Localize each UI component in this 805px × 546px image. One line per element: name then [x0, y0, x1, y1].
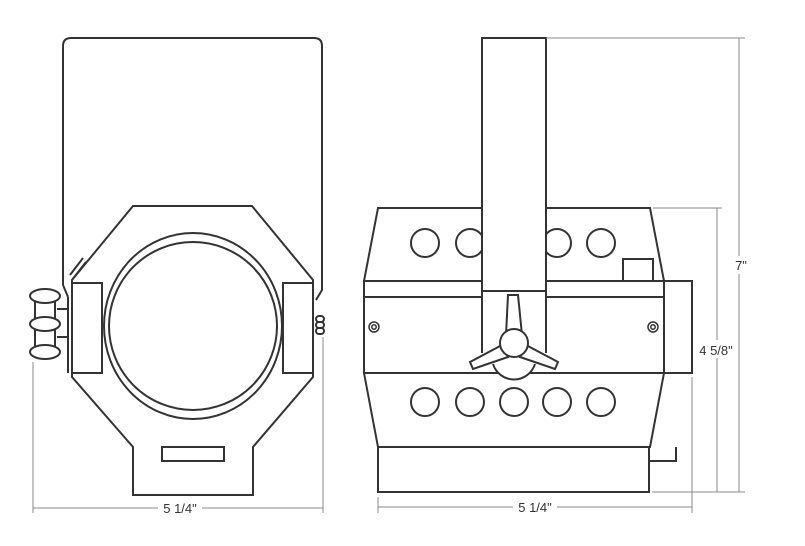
total-height-dimension-line: [546, 37, 745, 493]
front-view: 5 1/4": [29, 37, 325, 516]
lens: [108, 241, 278, 411]
barndoor-top: [62, 37, 323, 301]
lower-housing: [362, 372, 666, 448]
base-plate: [377, 446, 650, 493]
knob-stem: [34, 296, 69, 373]
tilt-knob: [29, 288, 61, 360]
base-bracket: [649, 447, 677, 462]
side-width-label: 5 1/4": [518, 500, 552, 515]
total-height-label: 7": [735, 258, 747, 273]
left-side-plate: [71, 282, 103, 374]
side-view: 7" 4 5/8" 5 1/4": [362, 37, 747, 515]
right-side-plate: [282, 282, 314, 374]
lower-vent-holes: [410, 387, 616, 417]
barndoor-left-edge: [62, 284, 69, 298]
front-width-label: 5 1/4": [163, 501, 197, 516]
screw-right: [647, 321, 659, 333]
yoke-lock-knob: [468, 294, 560, 381]
front-width-dimension-line: [32, 337, 324, 513]
side-right-plate: [663, 280, 693, 374]
body-height-label: 4 5/8": [699, 343, 733, 358]
screw-left: [368, 321, 380, 333]
side-width-dimension-line: [377, 377, 693, 513]
body-height-dimension-line: [653, 207, 722, 492]
bottom-slot: [161, 446, 225, 462]
yoke-arm: [481, 37, 547, 353]
right-small-knob: [315, 315, 325, 335]
